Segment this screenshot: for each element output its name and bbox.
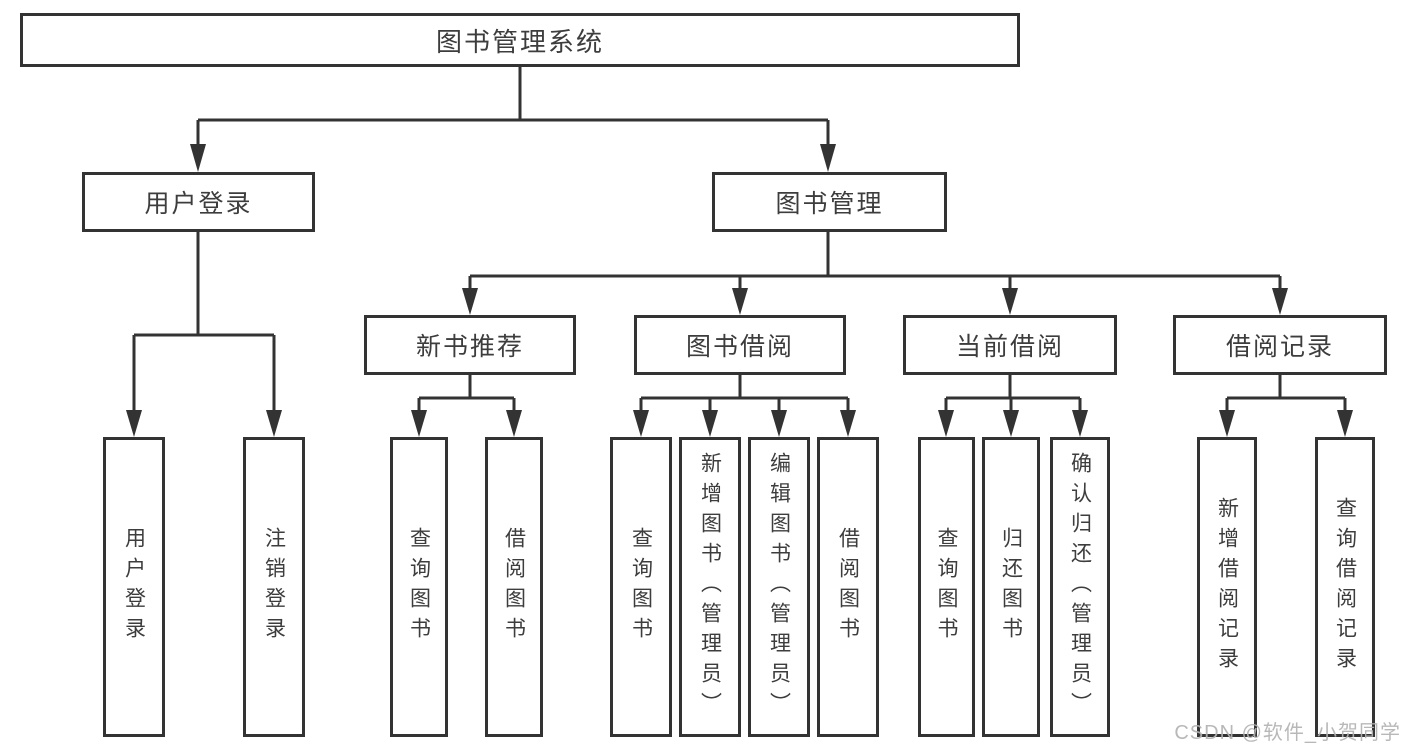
leaf-user-login: 用户登录 — [103, 437, 165, 737]
leaf-recommend-query-books-label: 查询图书 — [407, 527, 431, 647]
leaf-current-query-books-label: 查询图书 — [935, 527, 958, 647]
leaf-logout-label: 注销登录 — [262, 527, 286, 647]
leaf-return-books: 归还图书 — [982, 437, 1040, 737]
leaf-add-books-admin-label: 新增图书（管理员） — [698, 452, 722, 722]
leaf-query-borrow-record-label: 查询借阅记录 — [1333, 497, 1357, 677]
leaf-logout: 注销登录 — [243, 437, 305, 737]
csdn-watermark: CSDN @软件_小贺同学 — [1174, 722, 1401, 744]
leaf-recommend-borrow-books-label: 借阅图书 — [502, 527, 526, 647]
edge-book-borrow-to-leaves — [633, 375, 856, 437]
leaf-confirm-return-admin: 确认归还（管理员） — [1050, 437, 1110, 737]
node-root-system-label: 图书管理系统 — [435, 26, 604, 57]
node-user-login: 用户登录 — [82, 172, 315, 232]
node-current-borrow: 当前借阅 — [903, 315, 1117, 375]
leaf-current-query-books: 查询图书 — [918, 437, 975, 737]
leaf-add-books-admin: 新增图书（管理员） — [679, 437, 741, 737]
node-book-management-label: 图书管理 — [775, 190, 884, 218]
leaf-borrow-query-books-label: 查询图书 — [629, 527, 653, 647]
leaf-recommend-borrow-books: 借阅图书 — [485, 437, 543, 737]
leaf-add-borrow-record: 新增借阅记录 — [1197, 437, 1257, 737]
node-root-system: 图书管理系统 — [20, 13, 1020, 67]
leaf-recommend-query-books: 查询图书 — [390, 437, 448, 737]
node-book-management: 图书管理 — [712, 172, 947, 232]
leaf-borrow-books-label: 借阅图书 — [836, 527, 860, 647]
leaf-add-borrow-record-label: 新增借阅记录 — [1215, 497, 1239, 677]
edge-root-to-level2 — [190, 67, 836, 172]
leaf-borrow-books: 借阅图书 — [817, 437, 879, 737]
edge-borrow-records-to-leaves — [1219, 375, 1353, 437]
node-new-book-recommend: 新书推荐 — [364, 315, 576, 375]
node-book-borrow: 图书借阅 — [634, 315, 846, 375]
leaf-user-login-label: 用户登录 — [122, 527, 146, 647]
node-borrow-records-label: 借阅记录 — [1225, 333, 1334, 361]
leaf-query-borrow-record: 查询借阅记录 — [1315, 437, 1375, 737]
edge-book-management-to-level3 — [462, 232, 1288, 315]
edge-user-login-to-leaves — [126, 232, 282, 437]
node-user-login-label: 用户登录 — [144, 190, 253, 218]
node-borrow-records: 借阅记录 — [1173, 315, 1387, 375]
leaf-edit-books-admin: 编辑图书（管理员） — [748, 437, 810, 737]
edge-current-borrow-to-leaves — [938, 375, 1088, 437]
edge-new-book-recommend-to-leaves — [411, 375, 522, 437]
node-book-borrow-label: 图书借阅 — [685, 333, 794, 361]
node-new-book-recommend-label: 新书推荐 — [415, 333, 524, 361]
leaf-return-books-label: 归还图书 — [999, 527, 1023, 647]
node-current-borrow-label: 当前借阅 — [955, 333, 1064, 361]
leaf-borrow-query-books: 查询图书 — [610, 437, 672, 737]
leaf-edit-books-admin-label: 编辑图书（管理员） — [767, 452, 791, 722]
leaf-confirm-return-admin-label: 确认归还（管理员） — [1068, 452, 1092, 722]
